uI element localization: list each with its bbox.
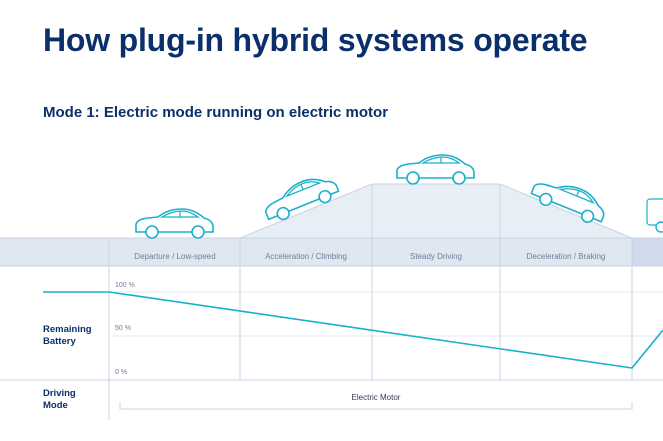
driving-mode-label-line1: Driving bbox=[43, 388, 76, 399]
phase-label-acceleration: Acceleration / Climbing bbox=[265, 252, 347, 261]
phase-label-departure: Departure / Low-speed bbox=[134, 252, 215, 261]
driving-mode-label-line2: Mode bbox=[43, 400, 68, 411]
page-title: How plug-in hybrid systems operate bbox=[43, 22, 588, 58]
next-mode-box bbox=[646, 198, 663, 226]
phase-label-deceleration: Deceleration / Braking bbox=[527, 252, 606, 261]
driving-mode-bracket bbox=[119, 402, 633, 410]
battery-level-50: 50 % bbox=[115, 325, 131, 332]
battery-level-0: 0 % bbox=[115, 369, 127, 376]
mode-subtitle: Mode 1: Electric mode running on electri… bbox=[43, 104, 389, 121]
car-departure-icon bbox=[135, 208, 214, 239]
remaining-battery-label-line1: Remaining bbox=[43, 324, 92, 335]
driving-mode-value: Electric Motor bbox=[352, 393, 401, 402]
remaining-battery-label-line2: Battery bbox=[43, 336, 76, 347]
phase-label-steady: Steady Driving bbox=[410, 252, 462, 261]
phase-header-strip bbox=[0, 238, 663, 266]
battery-curve bbox=[43, 291, 663, 369]
car-steady-icon bbox=[396, 154, 475, 185]
battery-level-100: 100 % bbox=[115, 282, 135, 289]
